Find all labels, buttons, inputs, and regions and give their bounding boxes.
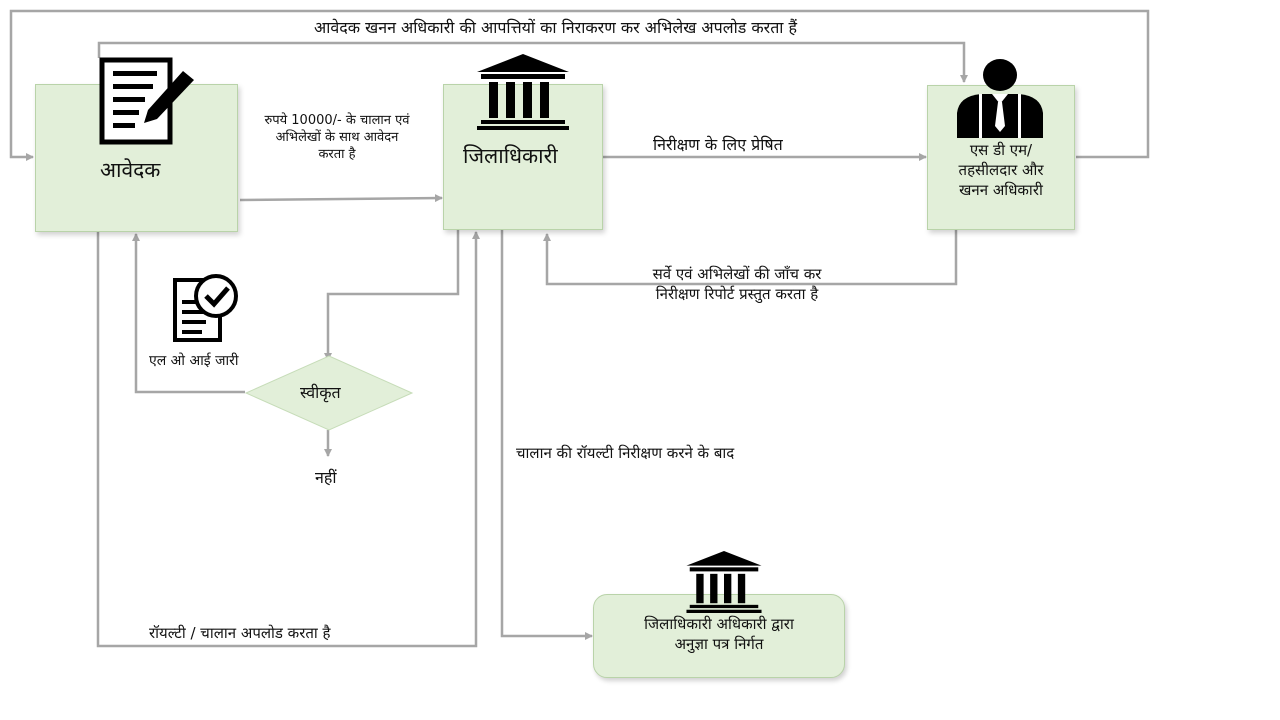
edge-applicant-to-sdm bbox=[97, 41, 968, 83]
objection-loop-label: आवेदक खनन अधिकारी की आपत्तियों का निराकर… bbox=[314, 18, 798, 37]
upload-label: रॉयल्टी / चालान अपलोड करता है bbox=[149, 624, 331, 642]
report-label: सर्वे एवं अभिलेखों की जाँच कर निरीक्षण र… bbox=[652, 265, 822, 303]
officer-icon bbox=[957, 59, 1043, 138]
edge-to-approved bbox=[324, 230, 460, 361]
edge-apply bbox=[239, 194, 443, 203]
approved-diamond bbox=[244, 355, 414, 431]
after-check-label: चालान की रॉयल्टी निरीक्षण करने के बाद bbox=[516, 444, 735, 462]
government-building-icon bbox=[686, 551, 762, 613]
edge-objection-loop bbox=[9, 9, 1150, 161]
edge-upload bbox=[96, 231, 480, 648]
edge-loi bbox=[132, 233, 245, 394]
document-pen-icon bbox=[99, 57, 194, 145]
edge-to-permit bbox=[500, 230, 593, 640]
government-building-icon bbox=[477, 54, 569, 130]
applicant-label: आवेदक bbox=[100, 158, 161, 182]
apply-label: रुपये 10000/- के चालान एवं अभिलेखों के स… bbox=[264, 113, 410, 162]
permit-label: जिलाधिकारी अधिकारी द्वारा अनुज्ञा पत्र न… bbox=[644, 615, 794, 653]
approved-label: स्वीकृत bbox=[300, 383, 341, 402]
no-label: नहीं bbox=[315, 468, 337, 487]
inspect-label: निरीक्षण के लिए प्रेषित bbox=[653, 135, 783, 154]
loi-label: एल ओ आई जारी bbox=[149, 353, 239, 369]
sdm-label: एस डी एम/ तहसीलदार और खनन अधिकारी bbox=[958, 141, 1044, 199]
approved-document-icon bbox=[173, 274, 238, 342]
edge-report bbox=[543, 230, 958, 286]
dm-label: जिलाधिकारी bbox=[463, 144, 558, 168]
